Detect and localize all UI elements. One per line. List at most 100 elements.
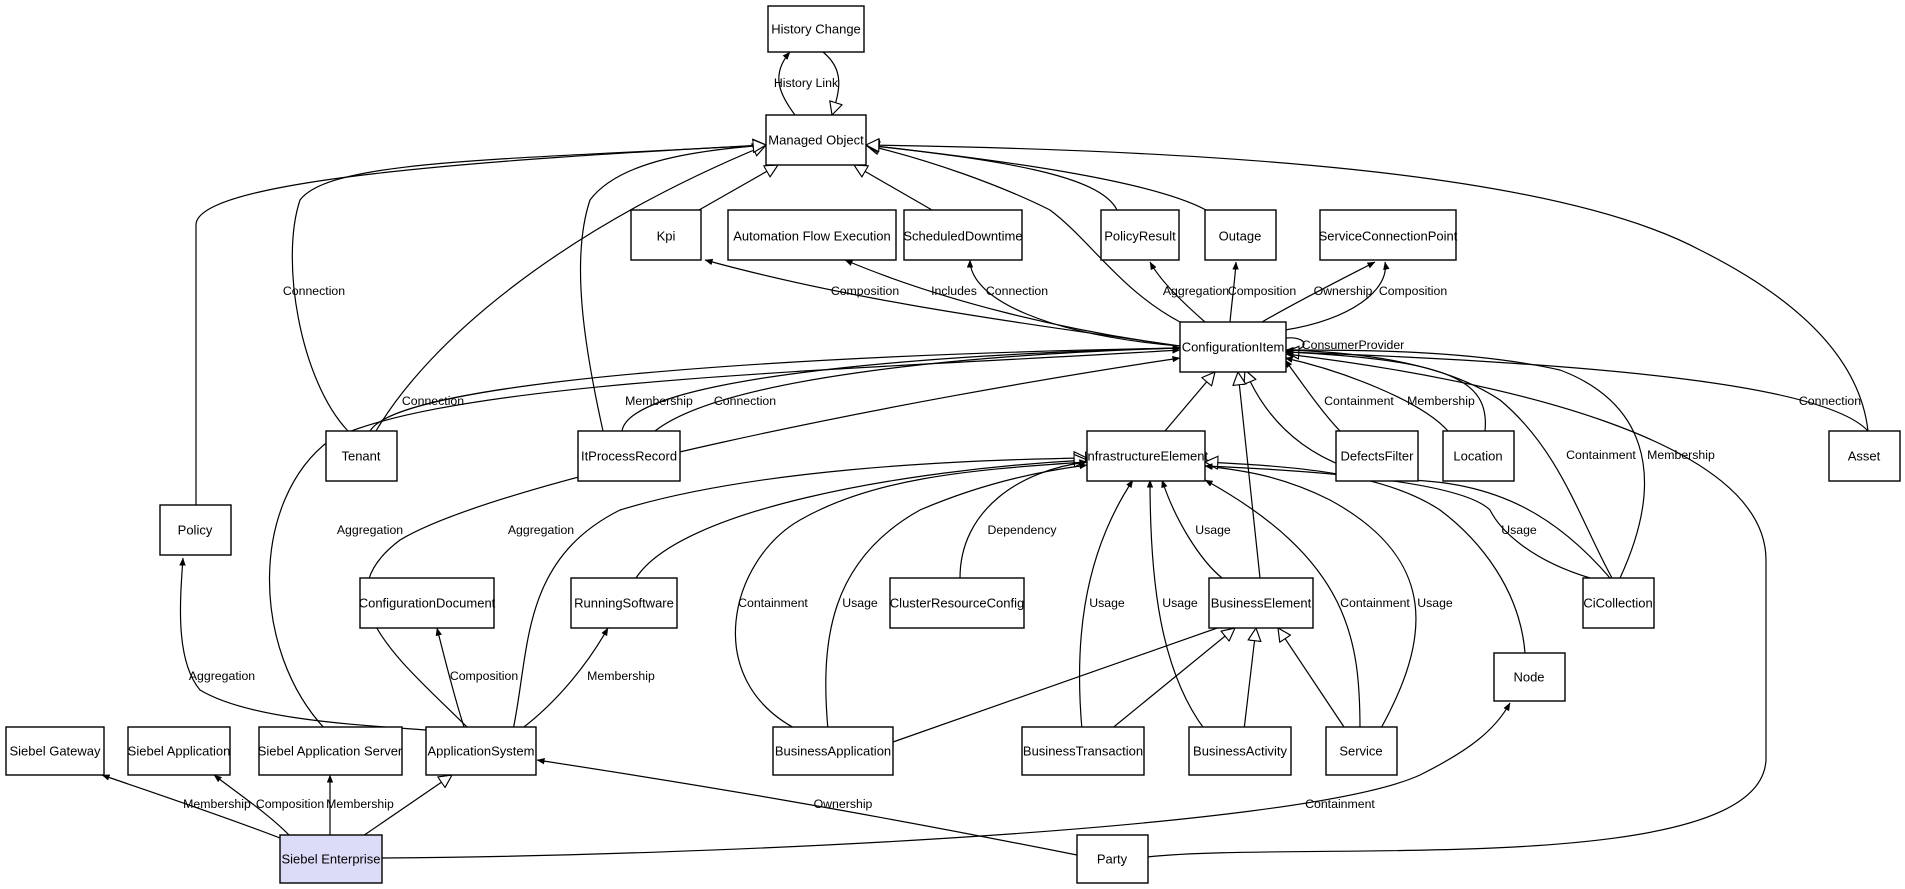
edge-asset-managed-object [866, 145, 1869, 432]
edge-businessactivity-businesselement-generalization [1243, 628, 1256, 731]
edge-tenant-ci-connection [369, 344, 1181, 432]
svg-text:ConfigurationDocument: ConfigurationDocument [359, 596, 496, 611]
node-business-activity[interactable]: BusinessActivity [1188, 726, 1292, 776]
edge-label-configdoc-composition: Composition [450, 669, 519, 683]
svg-text:ServiceConnectionPoint: ServiceConnectionPoint [1319, 229, 1458, 244]
node-service[interactable]: Service [1325, 726, 1398, 776]
svg-text:Tenant: Tenant [341, 449, 380, 464]
node-defects-filter[interactable]: DefectsFilter [1335, 430, 1419, 482]
svg-text:BusinessActivity: BusinessActivity [1193, 744, 1287, 759]
edge-label-service-usage: Usage [1417, 596, 1453, 610]
edge-siebelent-gateway-membership [101, 774, 281, 839]
svg-text:History Change: History Change [771, 22, 861, 37]
edge-service-infra-containment [1204, 479, 1361, 731]
edge-siebelent-node-containment [381, 702, 1511, 859]
edge-label-tenant-ci-connection: Connection [402, 394, 464, 408]
node-siebel-application-server[interactable]: Siebel Application Server [258, 726, 403, 776]
node-business-application[interactable]: BusinessApplication [772, 726, 894, 776]
svg-text:RunningSoftware: RunningSoftware [574, 596, 674, 611]
edge-appsystem-ci-aggregation-2 [366, 355, 1181, 731]
node-tenant[interactable]: Tenant [325, 430, 398, 482]
edge-label-appsystem-aggregation-2: Aggregation [508, 523, 574, 537]
node-kpi[interactable]: Kpi [630, 209, 702, 261]
edge-label-businesstransaction-usage: Usage [1089, 596, 1125, 610]
edge-appsystem-infra-generalization [512, 458, 1087, 731]
node-location[interactable]: Location [1442, 430, 1515, 482]
node-managed-object[interactable]: Managed Object [765, 114, 867, 166]
node-configuration-item[interactable]: ConfigurationItem [1179, 321, 1287, 373]
edge-businesselement-ci-generalization [1238, 372, 1261, 579]
node-scheduled-downtime[interactable]: ScheduledDowntime [903, 209, 1023, 261]
edge-label-service-containment: Containment [1340, 596, 1410, 610]
svg-text:Kpi: Kpi [657, 229, 676, 244]
edge-label-outage-composition: Composition [1228, 284, 1297, 298]
node-outage[interactable]: Outage [1204, 209, 1277, 261]
node-siebel-enterprise[interactable]: Siebel Enterprise [279, 834, 383, 884]
edge-appsystem-policy-aggregation [179, 557, 427, 731]
edge-ci-automation-includes [844, 259, 1181, 347]
edge-ci-managed-object [866, 145, 1181, 323]
svg-text:Automation Flow Execution: Automation Flow Execution [733, 229, 891, 244]
node-business-element[interactable]: BusinessElement [1208, 577, 1314, 629]
edge-label-kpi-composition: Composition [831, 284, 900, 298]
edge-asset-ci-connection [1285, 349, 1869, 432]
edge-appsystem-configdoc-composition [435, 627, 466, 731]
edge-label-businessactivity-usage: Usage [1162, 596, 1198, 610]
edge-appsystem-ci-aggregation-1 [268, 347, 1181, 731]
node-infrastructure-element[interactable]: InfrastructureElement [1084, 430, 1209, 482]
node-business-transaction[interactable]: BusinessTransaction [1021, 726, 1145, 776]
edge-itprocess-ci-connection [654, 345, 1181, 432]
node-siebel-application[interactable]: Siebel Application [127, 726, 231, 776]
edge-label-siebel-gateway-membership: Membership [183, 797, 251, 811]
node-application-system[interactable]: ApplicationSystem [425, 726, 537, 776]
node-service-connection-point[interactable]: ServiceConnectionPoint [1319, 209, 1458, 261]
edge-label-businessapp-containment: Containment [738, 596, 808, 610]
svg-text:Siebel Gateway: Siebel Gateway [9, 744, 101, 759]
edge-party-ci [1146, 351, 1767, 858]
edge-label-tenant-connection: Connection [283, 284, 345, 298]
node-running-software[interactable]: RunningSoftware [570, 577, 678, 629]
edge-label-cicollection-containment: Containment [1566, 448, 1636, 462]
edge-label-runningsoftware-membership: Membership [587, 669, 655, 683]
svg-text:Siebel Application Server: Siebel Application Server [258, 744, 403, 759]
edge-label-itprocess-membership: Membership [625, 394, 693, 408]
edge-service-businesselement-generalization [1278, 628, 1347, 731]
edge-tenant-managed-object-generalization [375, 145, 766, 432]
node-history-change[interactable]: History Change [767, 5, 865, 53]
edge-label-location-membership: Membership [1407, 394, 1475, 408]
node-asset[interactable]: Asset [1828, 430, 1901, 482]
edge-businessapp-infra-usage [825, 462, 1088, 731]
svg-text:BusinessApplication: BusinessApplication [775, 744, 891, 759]
node-cluster-resource-config[interactable]: ClusterResourceConfig [889, 577, 1025, 629]
edge-scheduled-downtime-managed-object [854, 165, 933, 211]
node-configuration-document[interactable]: ConfigurationDocument [359, 577, 496, 629]
edge-label-node-containment: Containment [1305, 797, 1375, 811]
edge-label-consumer-provider: ConsumerProvider [1302, 338, 1405, 352]
node-party[interactable]: Party [1076, 834, 1149, 884]
edges [101, 51, 1869, 859]
edge-appsystem-runningsoftware-membership [519, 627, 609, 731]
svg-text:ItProcessRecord: ItProcessRecord [581, 449, 677, 464]
edge-label-itprocess-connection: Connection [714, 394, 776, 408]
edge-label-automation-includes: Includes [931, 284, 977, 298]
node-policy[interactable]: Policy [159, 504, 232, 556]
node-node[interactable]: Node [1493, 652, 1566, 702]
svg-text:BusinessTransaction: BusinessTransaction [1023, 744, 1143, 759]
edge-runningsoftware-infra-generalization [635, 460, 1087, 579]
edge-label-scheduled-connection: Connection [986, 284, 1048, 298]
svg-text:PolicyResult: PolicyResult [1104, 229, 1176, 244]
edge-cicollection-ci-membership [1285, 346, 1645, 579]
nodes: History Change Managed Object Kpi Automa… [5, 5, 1901, 884]
node-ci-collection[interactable]: CiCollection [1582, 577, 1655, 629]
node-policy-result[interactable]: PolicyResult [1100, 209, 1180, 261]
node-automation-flow-execution[interactable]: Automation Flow Execution [727, 209, 897, 261]
edge-businessactivity-infra-usage [1146, 479, 1206, 731]
svg-text:Location: Location [1453, 449, 1502, 464]
edge-tenant-managed-object-connection [291, 142, 767, 432]
edge-label-policyresult-aggregation: Aggregation [1163, 284, 1229, 298]
svg-text:ConfigurationItem: ConfigurationItem [1182, 340, 1285, 355]
node-siebel-gateway[interactable]: Siebel Gateway [5, 726, 105, 776]
edge-label-history-link: History Link [774, 76, 839, 90]
node-it-process-record[interactable]: ItProcessRecord [577, 430, 681, 482]
edge-itprocess-ci-membership [621, 344, 1181, 432]
